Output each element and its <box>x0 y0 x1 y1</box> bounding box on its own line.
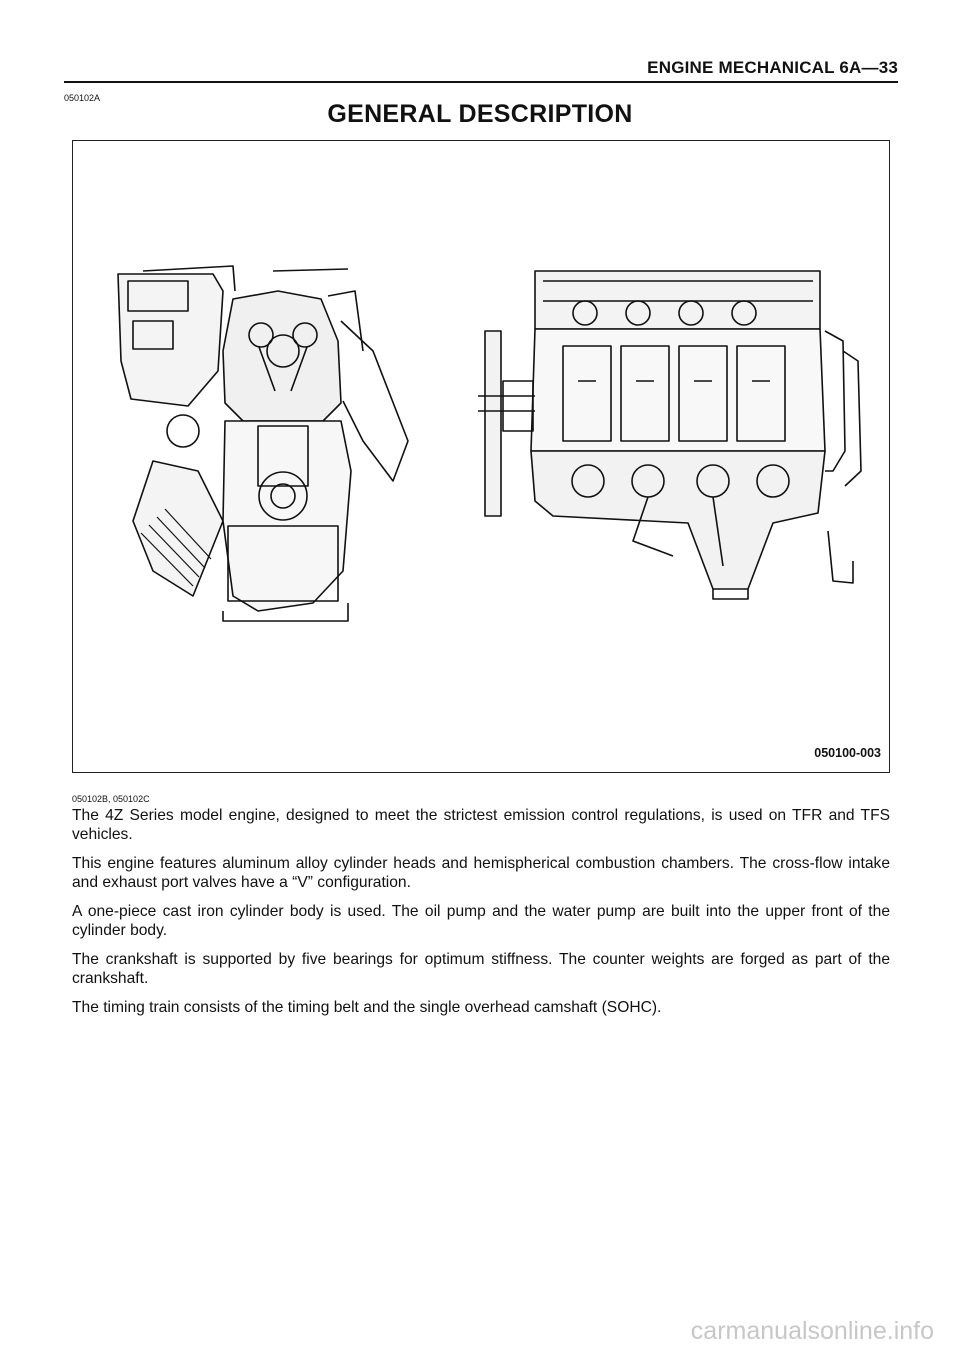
paragraph: This engine features aluminum alloy cyli… <box>72 855 890 891</box>
description-body: The 4Z Series model engine, designed to … <box>72 806 890 1027</box>
figure-code: 050100-003 <box>814 746 881 760</box>
watermark: carmanualsonline.info <box>690 1317 934 1345</box>
engine-side-view-drawing <box>478 270 862 600</box>
section-title: GENERAL DESCRIPTION <box>327 100 633 128</box>
engine-illustration <box>117 265 862 622</box>
paragraph: The 4Z Series model engine, designed to … <box>72 807 890 843</box>
paragraph: The crankshaft is supported by five bear… <box>72 951 890 987</box>
reference-code-top: 050102A <box>64 93 101 103</box>
page-header-title: ENGINE MECHANICAL 6A—33 <box>647 58 898 77</box>
engine-end-view-drawing <box>117 265 409 622</box>
engine-cutaway-figure: 050100-003 <box>72 140 890 773</box>
paragraph: The timing train consists of the timing … <box>72 999 662 1016</box>
paragraph: A one-piece cast iron cylinder body is u… <box>72 903 890 939</box>
reference-code-body: 050102B, 050102C <box>72 794 150 804</box>
header-rule <box>64 81 898 83</box>
